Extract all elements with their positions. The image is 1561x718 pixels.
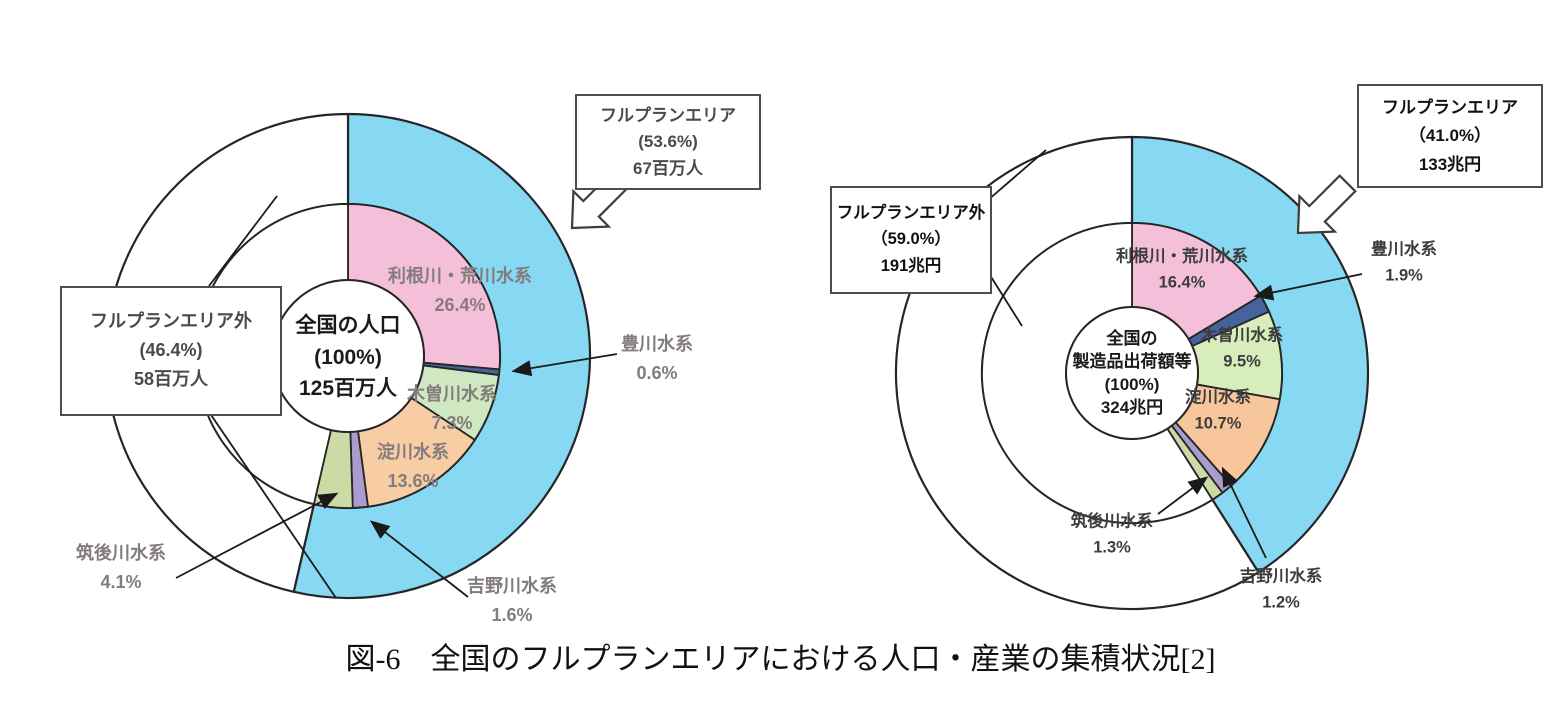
donut-center-circle xyxy=(1065,306,1199,440)
full-plan-callout-population: フルプランエリア (53.6%) 67百万人 xyxy=(575,94,761,190)
segment-pct: 7.3% xyxy=(431,413,473,433)
segment-label-yoshinogawa: 吉野川水系 1.2% xyxy=(1240,564,1323,615)
callout-pct: (46.4%) xyxy=(139,340,203,361)
callout-value: 67百万人 xyxy=(633,158,703,178)
callout-value: 191兆円 xyxy=(880,256,942,275)
leader-line xyxy=(1221,466,1267,559)
segment-name: 吉野川水系 xyxy=(467,575,557,596)
leader-line xyxy=(369,520,469,598)
callout-value: 58百万人 xyxy=(133,368,209,389)
block-arrow-icon xyxy=(1296,174,1357,235)
segment-pct: 1.2% xyxy=(1262,593,1300,611)
segment-label-toyokawa: 豊川水系 1.9% xyxy=(1371,237,1437,288)
leader-line xyxy=(1157,476,1209,515)
segment-label-chikugogawa: 筑後川水系 4.1% xyxy=(76,539,166,597)
segment-name: 淀川水系 xyxy=(377,441,449,462)
leader-line xyxy=(175,492,339,579)
figure-caption: 図-6 全国のフルプランエリアにおける人口・産業の集積状況[2] xyxy=(345,643,1216,676)
segment-pct: 16.4% xyxy=(1158,273,1206,291)
segment-pct: 13.6% xyxy=(387,471,439,491)
leader-line xyxy=(987,149,1047,201)
outside-callout-industry: フルプランエリア外 （59.0%） 191兆円 xyxy=(830,186,992,294)
segment-label-toyokawa: 豊川水系 0.6% xyxy=(621,330,693,388)
segment-label-kisogawa: 木曽川水系 9.5% xyxy=(1201,323,1284,374)
segment-label-yodogawa: 淀川水系 13.6% xyxy=(377,438,449,496)
donut-center-label-industry: 全国の 製造品出荷額等 (100%) 324兆円 xyxy=(1073,328,1192,420)
segment-label-yoshinogawa: 吉野川水系 1.6% xyxy=(467,572,557,630)
donut-center-label-population: 全国の人口 (100%) 125百万人 xyxy=(296,310,401,405)
center-line: 全国の人口 xyxy=(295,313,401,337)
segment-pct: 1.9% xyxy=(1385,266,1423,284)
callout-title: フルプランエリア xyxy=(1382,98,1518,118)
leader-line xyxy=(1253,273,1363,301)
segment-name: 利根川・荒川水系 xyxy=(388,265,532,286)
segment-label-kisogawa: 木曽川水系 7.3% xyxy=(407,380,497,438)
callout-title: フルプランエリア外 xyxy=(836,203,986,222)
segment-name: 豊川水系 xyxy=(1371,240,1437,259)
segment-label-chikugogawa: 筑後川水系 1.3% xyxy=(1071,509,1154,560)
segment-pct: 0.6% xyxy=(636,363,678,383)
outside-callout-population: フルプランエリア外 (46.4%) 58百万人 xyxy=(60,286,282,416)
leader-line xyxy=(987,271,1023,327)
segment-name: 木曽川水系 xyxy=(407,383,497,404)
callout-pct: (53.6%) xyxy=(638,132,698,152)
segment-pct: 10.7% xyxy=(1194,414,1242,432)
segment-name: 淀川水系 xyxy=(1185,388,1251,407)
center-line: 125百万人 xyxy=(298,376,398,400)
segment-name: 利根川・荒川水系 xyxy=(1116,247,1248,266)
segment-label-yodogawa: 淀川水系 10.7% xyxy=(1185,385,1251,436)
segment-pct: 26.4% xyxy=(434,295,486,315)
center-line: (100%) xyxy=(314,345,382,369)
leader-line xyxy=(511,353,618,377)
center-line: 製造品出荷額等 xyxy=(1072,352,1192,372)
segment-name: 吉野川水系 xyxy=(1239,567,1323,586)
segment-name: 木曽川水系 xyxy=(1200,326,1284,345)
segment-label-tonegawa-arakawa: 利根川・荒川水系 16.4% xyxy=(1116,244,1248,295)
center-line: (100%) xyxy=(1104,375,1160,394)
leader-line xyxy=(208,411,337,599)
segment-name: 筑後川水系 xyxy=(1070,512,1154,531)
segment-name: 豊川水系 xyxy=(621,333,693,354)
callout-title: フルプランエリア xyxy=(600,105,736,125)
segment-name: 筑後川水系 xyxy=(76,542,166,563)
leader-line xyxy=(208,195,278,287)
donut-population xyxy=(104,112,592,600)
segment-pct: 4.1% xyxy=(100,572,142,592)
segment-pct: 1.3% xyxy=(1093,538,1131,556)
callout-pct: （59.0%） xyxy=(871,230,951,249)
callout-value: 133兆円 xyxy=(1418,154,1482,174)
center-line: 324兆円 xyxy=(1100,397,1164,417)
callout-title: フルプランエリア外 xyxy=(90,311,252,332)
segment-pct: 1.6% xyxy=(491,605,533,625)
segment-pct: 9.5% xyxy=(1223,352,1261,370)
center-line: 全国の xyxy=(1106,329,1158,349)
full-plan-callout-industry: フルプランエリア （41.0%） 133兆円 xyxy=(1357,84,1543,188)
segment-label-tonegawa-arakawa: 利根川・荒川水系 26.4% xyxy=(388,262,532,320)
callout-pct: （41.0%） xyxy=(1408,126,1492,146)
